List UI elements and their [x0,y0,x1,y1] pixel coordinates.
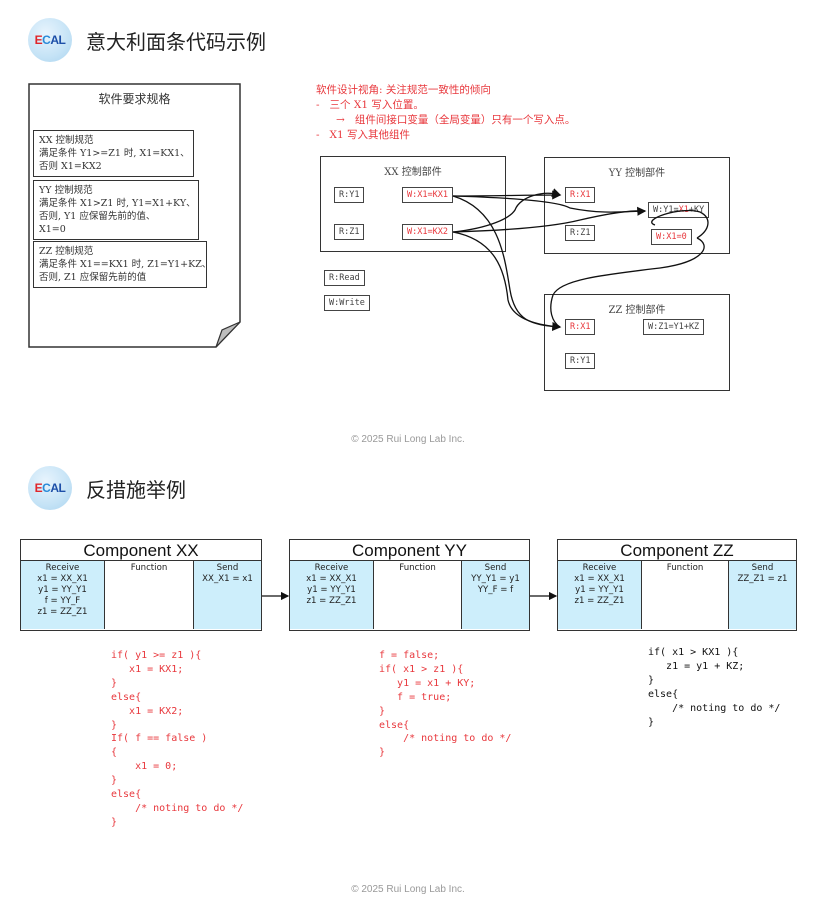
legend-write: W:Write [324,295,370,311]
section-title: 意大利面条代码示例 [86,29,266,54]
tag-write-x1-kx2: W:X1=KX2 [402,224,453,240]
xx-component-title: XX 控制部件 [384,167,442,178]
zz-component-title: ZZ 控制部件 [608,305,666,316]
tag-read-x1: R:X1 [565,319,596,335]
spec-box-xx: XX 控制规范 满足条件 Y1>=Z1 时, X1=KX1、 否则 X1=KX2 [33,130,194,177]
spec-box-zz: ZZ 控制规范 满足条件 X1==KX1 时, Z1=Y1+KZ、 否则, Z1… [33,241,211,288]
tag-write-x1-0: W:X1=0 [651,229,692,245]
legend-read: R:Read [324,270,365,286]
component-zz-block: Component ZZ Receive x1 = XX_X1 y1 = YY_… [557,539,797,631]
tag-read-y1: R:Y1 [565,353,596,369]
function-column: Function [105,561,194,629]
spec-title: 软件要求规格 [98,92,171,106]
tag-read-z1: R:Z1 [565,225,596,241]
component-title: Component ZZ [558,540,796,561]
tag-read-z1: R:Z1 [334,224,365,240]
send-column: Send XX_X1 = x1 [194,561,261,629]
component-yy-block: Component YY Receive x1 = XX_X1 y1 = YY_… [289,539,530,631]
design-note: 软件设计视角: 关注规范一致性的倾向 - 三个 X1 写入位置。 → 组件间接口… [316,84,576,141]
tag-write-z1: W:Z1=Y1+KZ [643,319,705,335]
yy-component-title: YY 控制部件 [608,168,666,179]
tag-read-y1: R:Y1 [334,187,365,203]
code-yy: f = false; if( x1 > z1 ){ y1 = x1 + KY; … [379,650,512,759]
spec-box-yy: YY 控制规范 满足条件 X1>Z1 时, Y1=X1+KY、 否则, Y1 应… [33,180,199,240]
xx-control-component: XX 控制部件 R:Y1 R:Z1 W:X1=KX1 W:X1=KX2 [320,156,506,252]
tag-write-y1: W:Y1=X1+KY [648,202,710,218]
copyright-2: © 2025 Rui Long Lab Inc. [351,884,465,895]
receive-column: Receive x1 = XX_X1 y1 = YY_Y1 z1 = ZZ_Z1 [290,561,374,629]
send-column: Send ZZ_Z1 = z1 [729,561,796,629]
send-column: Send YY_Y1 = y1 YY_F = f [462,561,529,629]
component-title: Component XX [21,540,261,561]
tag-read-x1: R:X1 [565,187,596,203]
receive-column: Receive x1 = XX_X1 y1 = YY_Y1 f = YY_F z… [21,561,105,629]
copyright-1: © 2025 Rui Long Lab Inc. [351,434,465,445]
function-column: Function [642,561,729,629]
function-column: Function [374,561,462,629]
tag-write-x1-kx1: W:X1=KX1 [402,187,453,203]
spec-document: 软件要求规格 XX 控制规范 满足条件 Y1>=Z1 时, X1=KX1、 否则… [29,84,240,347]
component-xx-block: Component XX Receive x1 = XX_X1 y1 = YY_… [20,539,262,631]
code-xx: if( y1 >= z1 ){ x1 = KX1; } else{ x1 = K… [111,650,244,828]
code-zz: if( x1 > KX1 ){ z1 = y1 + KZ; } else{ /*… [648,647,781,728]
component-title: Component YY [290,540,529,561]
receive-column: Receive x1 = XX_X1 y1 = YY_Y1 z1 = ZZ_Z1 [558,561,642,629]
section-title: 反措施举例 [86,477,186,502]
yy-control-component: YY 控制部件 R:X1 R:Z1 W:Y1=X1+KY W:X1=0 [544,157,730,254]
zz-control-component: ZZ 控制部件 R:X1 R:Y1 W:Z1=Y1+KZ [544,294,730,391]
